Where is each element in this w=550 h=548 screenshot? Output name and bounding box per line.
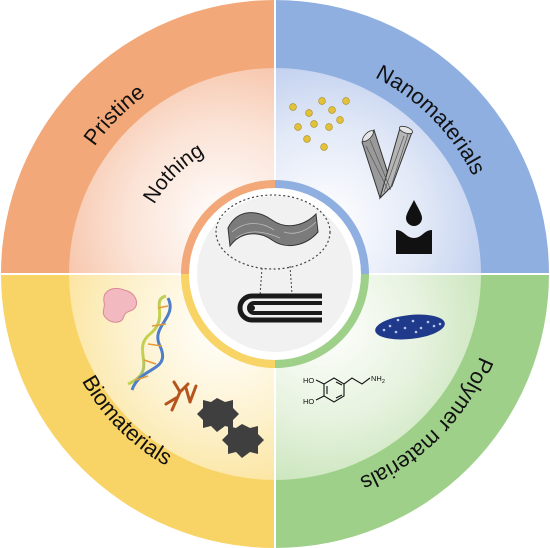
dopamine-molecule-icon: HO HO NH2 bbox=[303, 374, 385, 406]
droplet-icon bbox=[396, 200, 432, 254]
polymer-film-icon bbox=[375, 314, 445, 340]
nanoparticles-icon bbox=[289, 97, 350, 151]
nanotube-icon bbox=[361, 125, 414, 200]
virus-icon bbox=[197, 398, 264, 458]
antibody-icon bbox=[164, 380, 198, 412]
center-ring bbox=[181, 180, 369, 368]
amine-label: NH2 bbox=[371, 374, 385, 385]
enzyme-icon bbox=[102, 288, 137, 323]
electrode-icon bbox=[237, 293, 322, 323]
hydroxyl-label-2: HO bbox=[303, 397, 314, 406]
hydroxyl-label-1: HO bbox=[303, 376, 314, 385]
dna-icon bbox=[127, 294, 172, 391]
graphene-sheet-icon bbox=[215, 194, 331, 297]
